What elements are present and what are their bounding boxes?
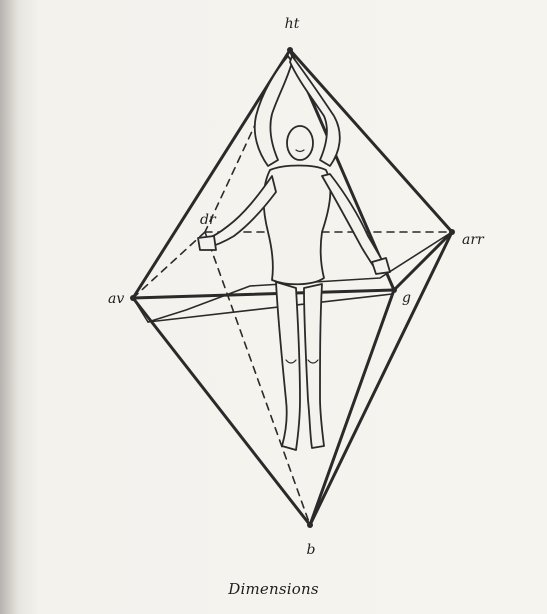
label-ht: ht <box>285 16 300 32</box>
label-b: b <box>307 542 316 558</box>
label-dr: dr <box>200 212 217 228</box>
label-arr: arr <box>462 232 485 248</box>
figure-caption: Dimensions <box>0 580 547 598</box>
label-av: av <box>108 291 124 307</box>
label-g: g <box>402 290 411 306</box>
human-figure <box>198 56 390 450</box>
